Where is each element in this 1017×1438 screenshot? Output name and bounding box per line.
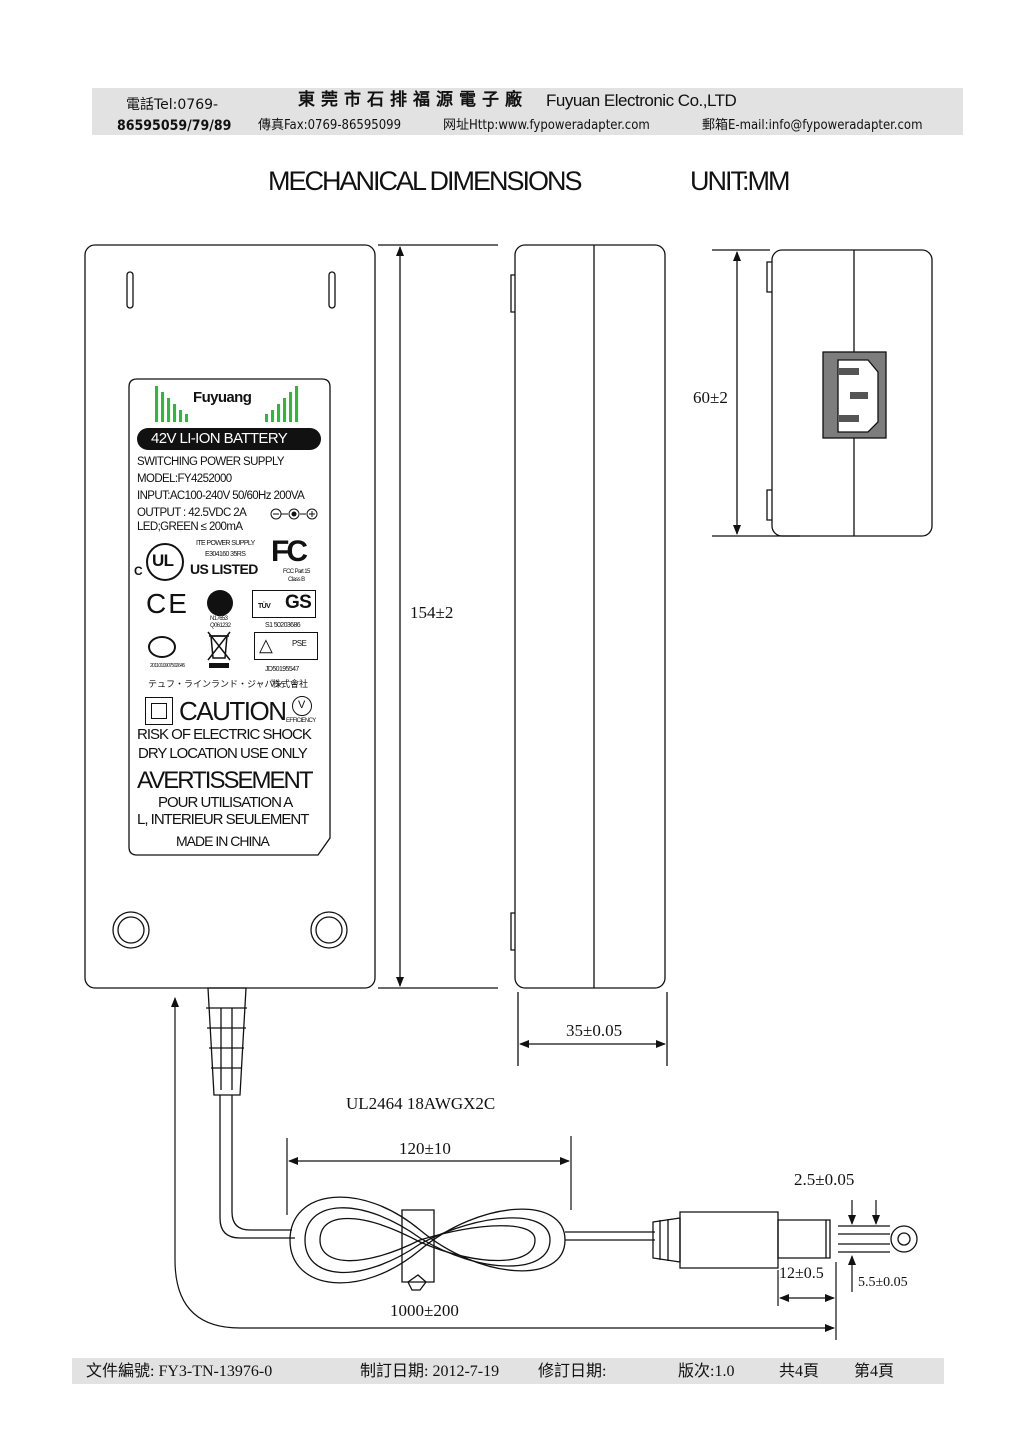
slot-left: [126, 271, 134, 309]
polarity-icon: [270, 506, 318, 520]
dim-thickness: 35±0.05: [566, 1021, 623, 1040]
tuv-gs-icon: [252, 590, 316, 618]
n-code1-text: N17653: [210, 616, 228, 622]
brand-bars-icon: [152, 384, 302, 424]
n-code2-text: Q061232: [210, 623, 231, 629]
tuv-text: TÜV: [258, 603, 271, 610]
ccc-logo-icon: [148, 636, 176, 658]
slot-right: [328, 271, 336, 309]
header-tel-numbers: 86595059/79/89: [117, 118, 232, 134]
footer-doc-no: 文件編號: FY3-TN-13976-0: [86, 1363, 273, 1380]
tuv-triangle-mark: △: [259, 635, 273, 655]
efficiency-mark-icon: [292, 696, 312, 716]
avertissement-text: AVERTISSEMENT: [137, 767, 313, 794]
footer-page: 第4頁: [854, 1363, 895, 1380]
ul-mark-text: UL: [152, 551, 174, 570]
dim-coil: 120±10: [399, 1139, 451, 1158]
dim-barrel: 5.5±0.05: [858, 1275, 908, 1290]
strain-relief: [207, 987, 247, 1096]
file-no-text: E304160 35RS: [205, 551, 246, 558]
caution-inner-square: [151, 703, 167, 719]
interieur-text: L, INTERIEUR SEULEMENT: [137, 811, 309, 828]
battery-banner: [137, 428, 321, 450]
dim-cable-length: 1000±200: [390, 1301, 459, 1320]
japanese-text-2: 株式會社: [272, 680, 309, 690]
brand-name: Fuyuang: [193, 389, 252, 406]
weee-bin-icon: [206, 630, 232, 670]
label-input: INPUT:AC100-240V 50/60Hz 200VA: [137, 490, 305, 502]
dc-plug: [652, 1217, 681, 1263]
efficiency-text: EFFICIENCY: [286, 718, 316, 724]
caution-box-icon: [145, 697, 173, 725]
ul-c-text: C: [134, 564, 143, 578]
made-in-text: MADE IN CHINA: [176, 833, 270, 849]
screw-left: [112, 911, 150, 949]
risk-text: RISK OF ELECTRIC SHOCK: [137, 726, 312, 743]
fcc-logo-icon: FC: [271, 535, 308, 568]
cable-spec: UL2464 18AWGX2C: [346, 1094, 496, 1113]
dim-length: 154±2: [410, 603, 454, 622]
screw-right: [310, 911, 348, 949]
page-title: MECHANICAL DIMENSIONS: [268, 166, 583, 196]
footer-version: 版次:1.0: [678, 1363, 735, 1380]
label-line-switching: SWITCHING POWER SUPPLY: [137, 456, 285, 468]
label-model: MODEL:FY4252000: [137, 473, 232, 485]
tuv-triangle-icon: [254, 632, 318, 660]
ccc-code-text: 2011010907502645: [150, 663, 185, 669]
label-led: LED;GREEN ≤ 200mA: [137, 521, 243, 533]
adapter-side-outline: [514, 244, 666, 989]
header-band: [92, 88, 963, 135]
jd-code-text: JD50195547: [265, 666, 299, 673]
plug-end-icon: [890, 1225, 918, 1253]
fcc-class-text: Class B: [288, 577, 305, 583]
ite-text: ITE POWER SUPPLY: [196, 540, 255, 547]
header-tel: 電話Tel:0769-: [126, 97, 219, 113]
dim-plug-len: 12±0.5: [779, 1265, 824, 1282]
ul-listed-text: US LISTED: [190, 561, 258, 577]
adapter-end-outline: [771, 249, 933, 537]
c-tick-icon: [207, 590, 233, 616]
ce-logo-icon: CE: [146, 588, 189, 619]
unit-label: UNIT:MM: [690, 166, 790, 196]
battery-banner-text: 42V LI-ION BATTERY: [151, 430, 288, 447]
header-fax: 傳真Fax:0769-86595099: [258, 118, 402, 133]
japanese-text: テュフ・ラインランド・ジャパン: [148, 680, 284, 690]
footer-rev-date: 修訂日期:: [538, 1363, 607, 1380]
footer-band: 文件編號: FY3-TN-13976-0 制訂日期: 2012-7-19 修訂日…: [72, 1358, 944, 1384]
pse-mark-text: PSE: [292, 639, 307, 648]
dim-pin: 2.5±0.05: [794, 1170, 855, 1189]
dim-height: 60±2: [693, 388, 728, 407]
fcc-part-text: FCC Part 15: [283, 569, 310, 575]
dry-location-text: DRY LOCATION USE ONLY: [138, 745, 308, 762]
gs-code-text: S1 50203686: [265, 622, 301, 629]
pour-text: POUR UTILISATION A: [158, 794, 293, 811]
header-company-cn: 東莞市石排福源電子廠: [298, 90, 528, 110]
cable: [219, 1095, 295, 1239]
label-output: OUTPUT : 42.5VDC 2A: [137, 507, 247, 519]
footer-date: 制訂日期: 2012-7-19: [360, 1363, 500, 1380]
footer-pages: 共4頁: [779, 1363, 820, 1380]
efficiency-mark-text: V: [298, 699, 305, 711]
caution-text: CAUTION: [179, 696, 287, 726]
header-company-en: Fuyuan Electronic Co.,LTD: [546, 91, 737, 110]
ul-logo-icon: [146, 543, 184, 581]
header-website: 网址Http:www.fypoweradapter.com: [443, 118, 650, 133]
header-email: 郵箱E-mail:info@fypoweradapter.com: [702, 118, 923, 133]
gs-text: GS: [285, 592, 312, 613]
label-plate: [128, 378, 331, 856]
